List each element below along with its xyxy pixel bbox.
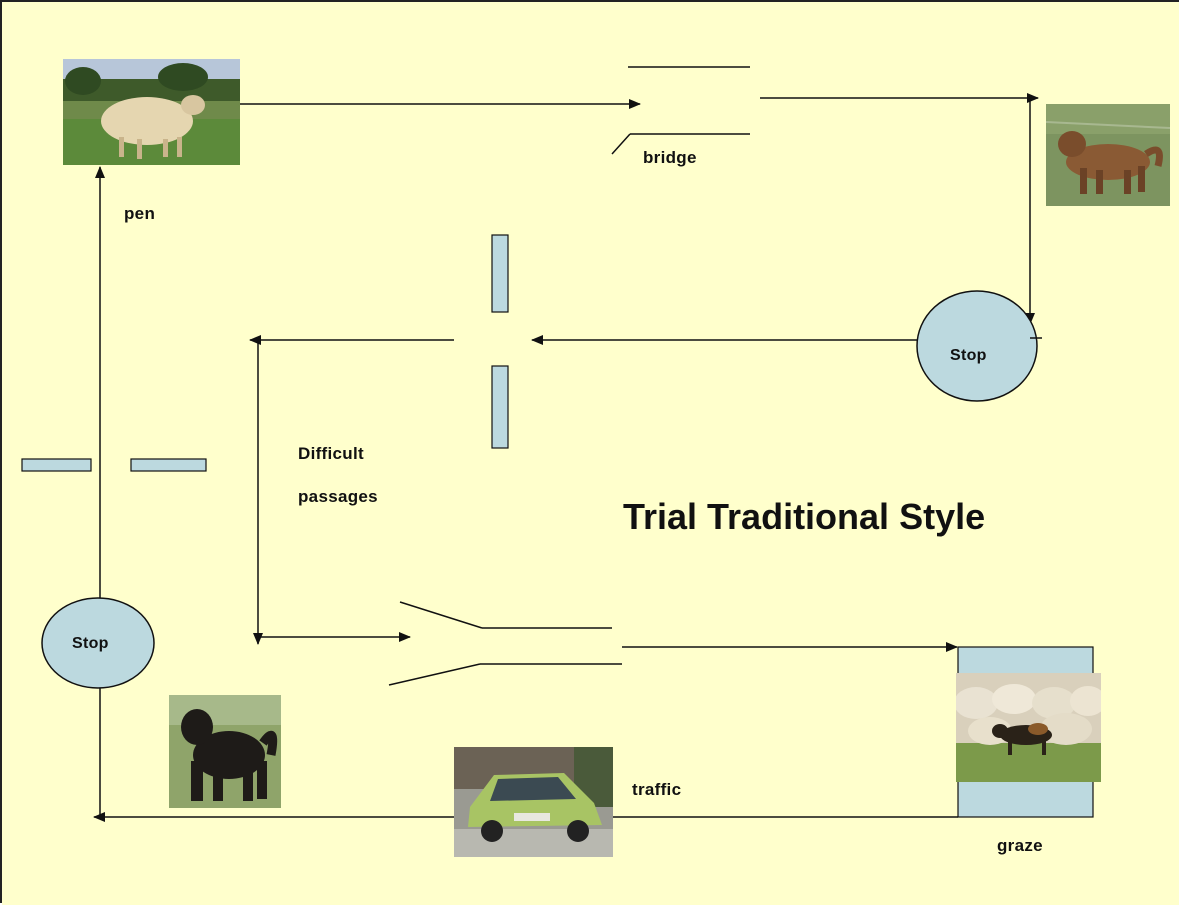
label-pen: pen bbox=[124, 204, 156, 223]
stop-label-right: Stop bbox=[950, 347, 987, 364]
funnel-obstacle bbox=[388, 601, 622, 686]
label-graze: graze bbox=[997, 836, 1043, 855]
stop-label-left: Stop bbox=[72, 635, 109, 652]
gate-bar-top bbox=[491, 234, 509, 313]
stop-circle-right bbox=[916, 290, 1038, 402]
gate-bar-left bbox=[21, 458, 92, 472]
gate-bar-bottom bbox=[491, 365, 509, 449]
label-difficult: Difficult bbox=[298, 444, 364, 463]
brown-dog-image bbox=[1046, 104, 1170, 206]
label-bridge: bridge bbox=[643, 148, 697, 167]
car-image bbox=[454, 747, 613, 857]
diagram-title: Trial Traditional Style bbox=[623, 496, 986, 537]
black-dog-image bbox=[169, 695, 281, 808]
sheep-image bbox=[63, 59, 240, 165]
stop-circle-left bbox=[41, 597, 155, 689]
gate-bar-right bbox=[130, 458, 207, 472]
flock-image bbox=[956, 673, 1101, 782]
label-passages: passages bbox=[298, 487, 378, 506]
label-traffic: traffic bbox=[632, 780, 682, 799]
bridge-obstacle bbox=[611, 66, 750, 155]
